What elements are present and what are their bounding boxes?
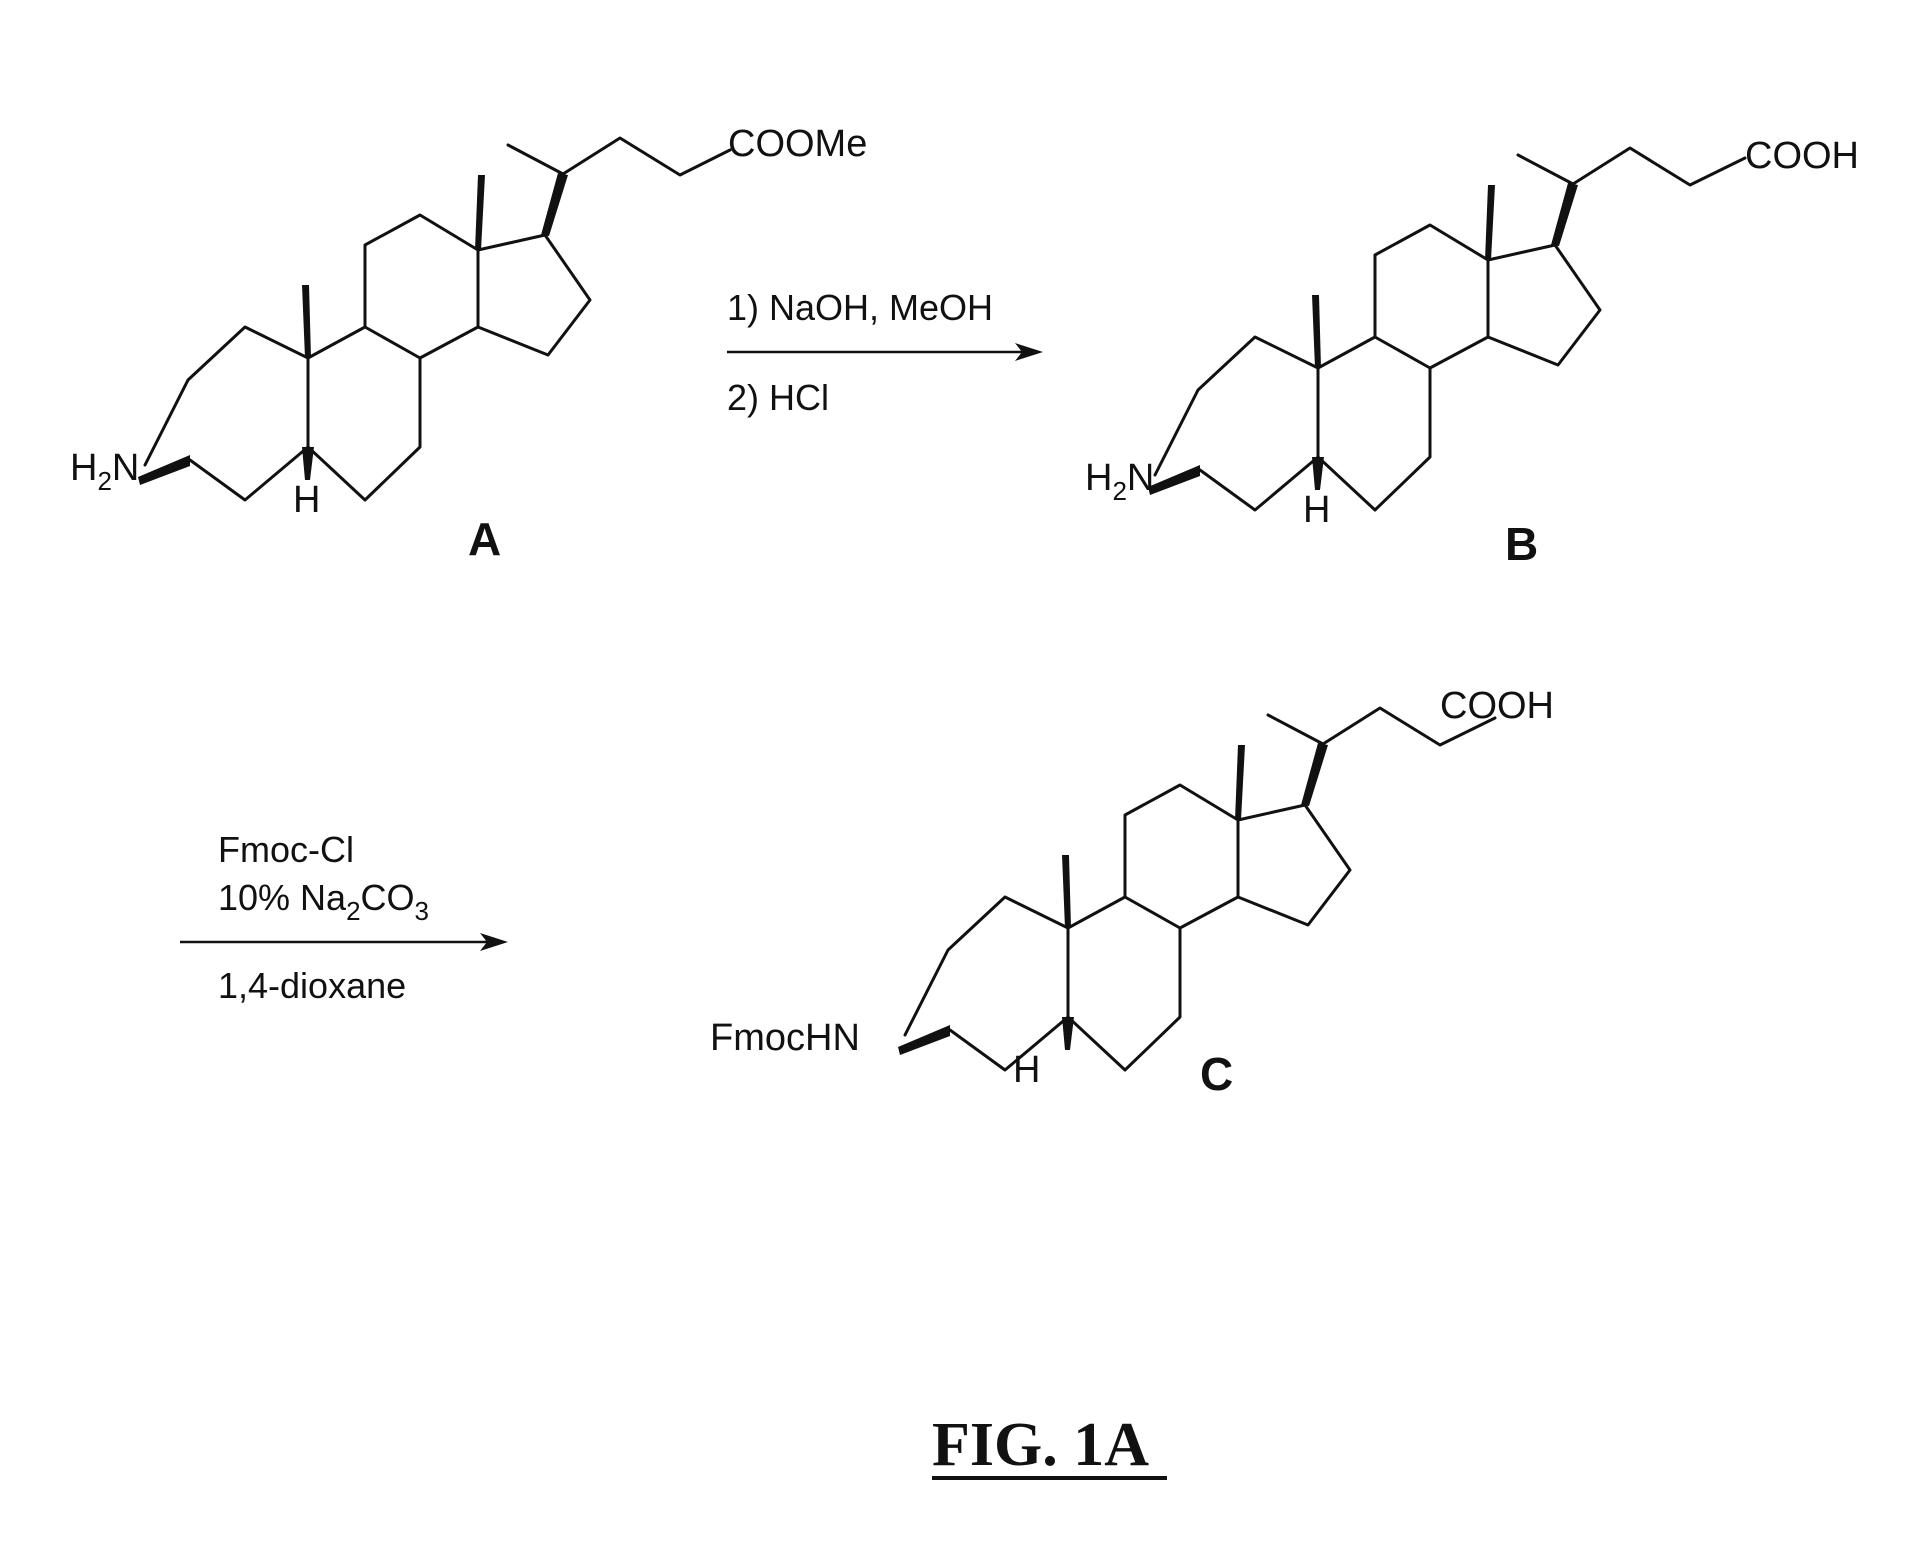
step2-reagent: Fmoc-Cl — [218, 829, 354, 870]
compound-c-side-chain: COOH — [1440, 685, 1554, 727]
compound-b-amine: H2N — [1085, 457, 1154, 506]
compound-c: FmocHN H COOH C — [710, 685, 1554, 1100]
compound-b-side-chain: COOH — [1745, 135, 1859, 177]
step2-solvent: 1,4-dioxane — [218, 965, 406, 1006]
compound-b-label: B — [1505, 518, 1538, 570]
compound-c-amine: FmocHN — [710, 1017, 860, 1059]
step1-conditions-above: 1) NaOH, MeOH — [727, 287, 993, 328]
compound-a-label: A — [468, 513, 501, 565]
compound-b: H2N H COOH B — [1085, 135, 1859, 570]
compound-a-ring-h: H — [293, 479, 320, 521]
compound-a-side-chain: COOMe — [728, 123, 867, 165]
compound-c-label: C — [1200, 1048, 1233, 1100]
figure-caption-group: FIG. 1A — [932, 1411, 1167, 1479]
step1-conditions-below: 2) HCl — [727, 377, 829, 418]
compound-b-ring-h: H — [1303, 489, 1330, 531]
compound-a: H2N H COOMe A — [70, 123, 867, 565]
step2-base: 10% Na2CO3 — [218, 877, 429, 926]
reaction-step-2: Fmoc-Cl 10% Na2CO3 1,4-dioxane — [180, 829, 508, 1006]
reaction-step-1: 1) NaOH, MeOH 2) HCl — [727, 287, 1043, 418]
compound-c-ring-h: H — [1013, 1049, 1040, 1091]
figure-caption: FIG. 1A — [932, 1411, 1149, 1479]
compound-a-amine: H2N — [70, 447, 139, 496]
